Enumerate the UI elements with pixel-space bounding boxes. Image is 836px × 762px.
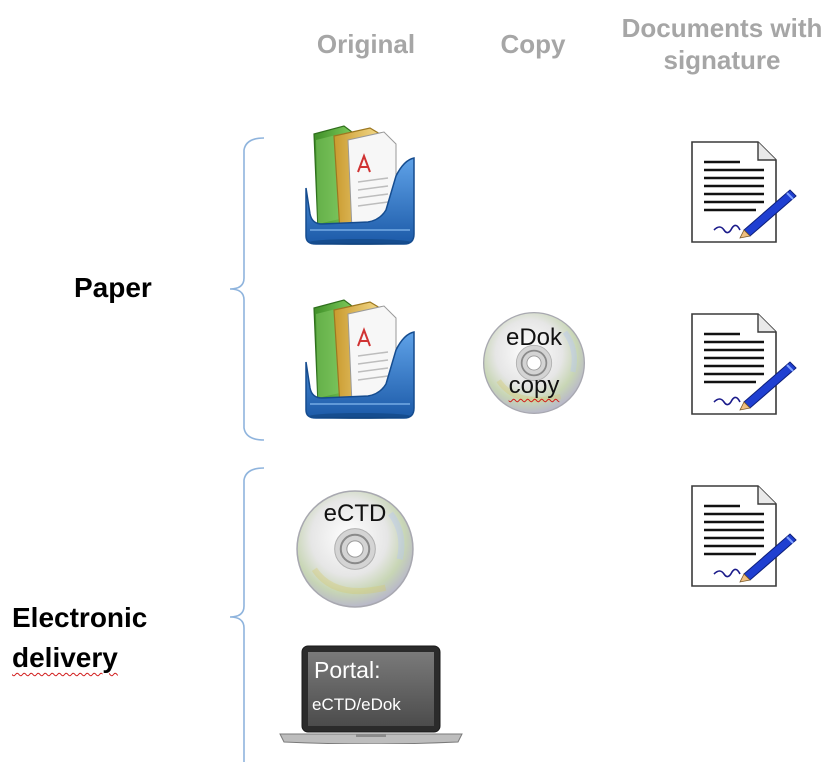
ectd-disc-label: eCTD [323, 500, 387, 527]
signed-document-icon [680, 310, 800, 420]
portal-title: Portal: [314, 657, 381, 683]
portal-laptop: Portal: eCTD/eDok [276, 644, 466, 744]
header-copy: Copy [500, 29, 566, 59]
header-signature-line1: Documents with [621, 13, 823, 43]
copy-disc-label: copy [474, 372, 594, 400]
row-label-electronic-line1: Electronic [12, 602, 148, 633]
laptop-icon [279, 645, 463, 744]
header-original: Original [316, 29, 416, 59]
signed-document-icon [680, 138, 800, 248]
row-label-electronic-line2-text: delivery [12, 642, 118, 673]
header-signature-line2: signature [663, 45, 781, 75]
row-label-electronic-delivery: Electronic delivery [12, 598, 147, 678]
header-documents-with-signature: Documents with signature [608, 12, 836, 76]
binder-folders-icon [300, 118, 420, 248]
row-label-electronic-line2: delivery [12, 638, 147, 678]
binder-folders-icon [300, 292, 420, 422]
row-label-paper: Paper [74, 272, 152, 303]
edok-copy-disc: eDok copy [474, 310, 594, 418]
edok-disc-label: eDok [505, 324, 563, 351]
signed-document-icon [680, 482, 800, 592]
bracket-paper [229, 137, 265, 441]
ectd-disc: eCTD [292, 488, 418, 610]
portal-subtitle: eCTD/eDok [312, 695, 401, 714]
copy-disc-label-text: copy [508, 372, 560, 399]
bracket-electronic [229, 467, 265, 762]
